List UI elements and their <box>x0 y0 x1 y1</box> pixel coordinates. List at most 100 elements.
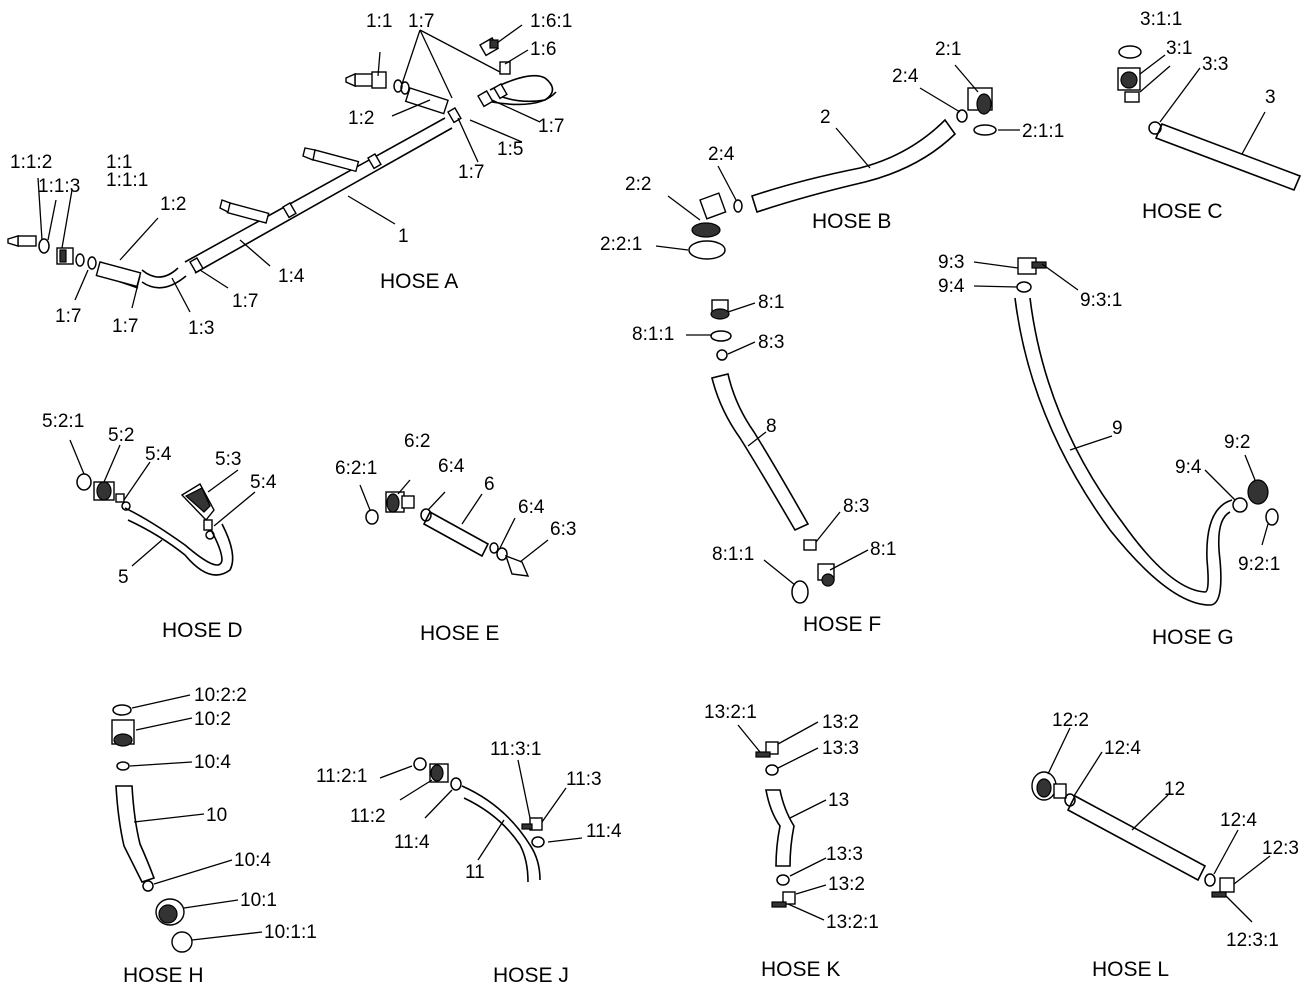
label-6: 6 <box>484 474 495 495</box>
label-2-2-1: 2:2:1 <box>600 234 642 255</box>
hose-b-assembly <box>688 87 997 260</box>
label-1-1-2: 1:1:2 <box>10 152 52 173</box>
hose-h-title: HOSE H <box>123 964 204 987</box>
label-11-3-1: 11:3:1 <box>490 739 541 760</box>
hose-j-labels: 11:2:1 11:2 11:4 11:3:1 11:3 11:4 11 HOS… <box>316 739 622 987</box>
nozzle-fitting <box>7 235 37 247</box>
hose-c-assembly <box>1117 45 1302 192</box>
label-10-2: 10:2 <box>194 709 231 730</box>
hose-b-leaders <box>655 64 1020 251</box>
hose-k-labels: 13:2:1 13:2 13:3 13 13:3 13:2 13:2:1 HOS… <box>704 702 879 981</box>
hose-f-title: HOSE F <box>803 613 881 636</box>
hose-c-title: HOSE C <box>1142 200 1223 223</box>
hose-a-assembly <box>7 37 557 289</box>
label-5-4-right: 5:4 <box>250 472 277 493</box>
label-10-4-bottom: 10:4 <box>234 850 271 871</box>
label-9-3-1: 9:3:1 <box>1080 290 1122 311</box>
label-3-1: 3:1 <box>1166 38 1192 59</box>
hose-l-title: HOSE L <box>1092 958 1169 981</box>
hose-e-leaders <box>359 479 549 563</box>
label-6-3: 6:3 <box>550 519 576 540</box>
label-9-4: 9:4 <box>938 276 965 297</box>
label-2: 2 <box>820 107 831 128</box>
hose-f-assembly <box>710 299 835 604</box>
hose-l-labels: 12:2 12:4 12 12:4 12:3 12:3:1 HOSE L <box>1052 710 1299 981</box>
label-10-4: 10:4 <box>194 752 231 773</box>
label-9-2-1: 9:2:1 <box>1238 554 1280 575</box>
hose-g-title: HOSE G <box>1152 626 1234 649</box>
label-1-7-top: 1:7 <box>408 11 434 32</box>
label-1-6: 1:6 <box>530 39 556 60</box>
label-8-1-1: 8:1:1 <box>632 324 674 345</box>
hose-b-title: HOSE B <box>812 210 891 233</box>
label-5-2: 5:2 <box>108 425 134 446</box>
label-11-4-right: 11:4 <box>586 821 622 842</box>
hose-f-labels: 8:1 8:1:1 8:3 8 8:3 8:1 8:1:1 HOSE F <box>632 292 896 636</box>
label-8: 8 <box>766 416 777 437</box>
label-10: 10 <box>206 805 227 826</box>
hose-h-assembly <box>111 704 193 953</box>
hose-l-leaders <box>1047 727 1271 923</box>
hose-h-labels: 10:2:2 10:2 10:4 10 10:4 10:1 10:1:1 HOS… <box>123 685 317 987</box>
label-2-4-right: 2:4 <box>892 66 919 87</box>
label-11: 11 <box>465 862 485 883</box>
hose-g-leaders <box>973 261 1269 546</box>
label-9: 9 <box>1112 418 1123 439</box>
hose-e-labels: 6:2 6:2:1 6:4 6 6:4 6:3 HOSE E <box>335 431 576 645</box>
label-12-2: 12:2 <box>1052 710 1089 731</box>
label-3-3: 3:3 <box>1202 54 1228 75</box>
label-1-7-right: 1:7 <box>538 116 564 137</box>
label-1-4: 1:4 <box>278 266 305 287</box>
label-1-7-c: 1:7 <box>232 291 258 312</box>
branch-nozzle <box>219 199 270 224</box>
hose-e-assembly <box>365 491 530 577</box>
label-12: 12 <box>1164 779 1185 800</box>
label-1-1-top: 1:1 <box>366 11 392 32</box>
hose-g-labels: 9:3 9:4 9:3:1 9 9:2 9:4 9:2:1 HOSE G <box>938 252 1280 649</box>
hose-c-leaders <box>1139 54 1266 155</box>
hose-a-title: HOSE A <box>380 270 458 293</box>
label-10-2-2: 10:2:2 <box>194 685 247 706</box>
hose-a-labels: 1:1 1:7 1:6:1 1:6 1:2 1:7 1:5 1:7 1 1:1:… <box>10 11 572 339</box>
hose-h-leaders <box>129 694 263 941</box>
label-8-3: 8:3 <box>758 332 784 353</box>
label-13-2: 13:2 <box>822 712 859 733</box>
label-2-1: 2:1 <box>935 39 961 60</box>
label-12-3: 12:3 <box>1262 838 1299 859</box>
label-1-1-1: 1:1:1 <box>106 170 148 191</box>
label-10-1-1: 10:1:1 <box>264 922 317 943</box>
label-13-2-1-bottom: 13:2:1 <box>826 912 879 933</box>
label-13-3: 13:3 <box>822 738 859 759</box>
label-12-3-1: 12:3:1 <box>1226 930 1279 951</box>
hose-k-assembly <box>755 741 796 908</box>
label-1-7-a: 1:7 <box>55 306 81 327</box>
label-5-4: 5:4 <box>145 444 172 465</box>
hose-a-leaders <box>37 24 541 313</box>
label-3: 3 <box>1265 87 1276 108</box>
label-2-4: 2:4 <box>708 144 735 165</box>
nozzle-fitting <box>345 71 387 89</box>
label-1-3: 1:3 <box>188 318 214 339</box>
hose-k-title: HOSE K <box>761 958 840 981</box>
label-8-1-1-bottom: 8:1:1 <box>712 544 754 565</box>
label-6-2: 6:2 <box>404 431 430 452</box>
label-1-1: 1:1 <box>106 152 132 173</box>
label-5-2-1: 5:2:1 <box>42 411 84 432</box>
label-10-1: 10:1 <box>240 890 277 911</box>
label-2-1-1: 2:1:1 <box>1022 121 1064 142</box>
label-12-4-right: 12:4 <box>1220 810 1257 831</box>
label-13: 13 <box>828 790 849 811</box>
hose-e-title: HOSE E <box>420 622 499 645</box>
label-1: 1 <box>398 226 409 247</box>
label-3-1-1: 3:1:1 <box>1140 9 1182 30</box>
hose-d-labels: 5:2:1 5:2 5:4 5:3 5:4 5 HOSE D <box>42 411 277 642</box>
label-1-7-b: 1:7 <box>112 316 138 337</box>
hose-d-leaders <box>69 439 256 567</box>
label-8-1-bottom: 8:1 <box>870 539 896 560</box>
label-1-6-1: 1:6:1 <box>530 11 572 32</box>
branch-nozzle <box>302 147 360 173</box>
label-6-4-right: 6:4 <box>518 497 545 518</box>
hose-c-labels: 3:1:1 3:1 3:3 3 HOSE C <box>1140 9 1276 223</box>
label-8-3-bottom: 8:3 <box>843 496 869 517</box>
hose-j-title: HOSE J <box>493 964 569 987</box>
